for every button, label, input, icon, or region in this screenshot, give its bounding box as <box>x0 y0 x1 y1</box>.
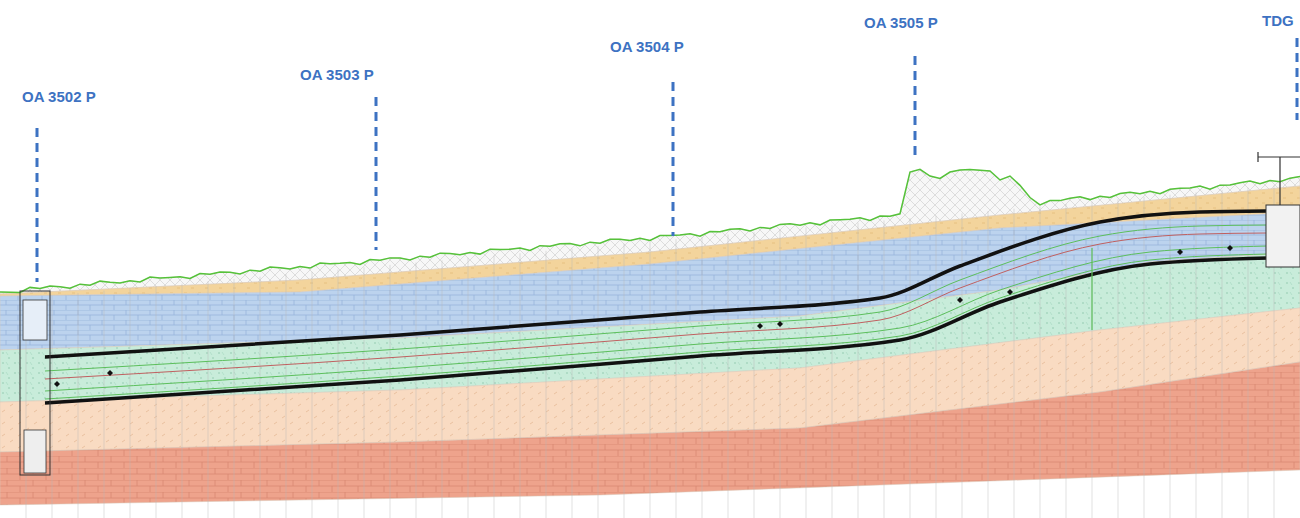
grid-line <box>520 253 521 518</box>
grid-line <box>702 237 703 518</box>
grid-line <box>806 227 807 518</box>
grid-line <box>1066 204 1067 518</box>
survey-point <box>777 321 783 327</box>
survey-point <box>757 323 763 329</box>
grid-line <box>728 234 729 518</box>
section-marker <box>914 56 917 160</box>
grid-line <box>1196 192 1197 518</box>
grid-line <box>1040 206 1041 518</box>
grid-lines <box>26 185 1274 518</box>
grid-line <box>1144 197 1145 518</box>
grid-line <box>546 251 547 518</box>
section-marker <box>36 128 39 282</box>
alignment-line <box>45 233 1268 379</box>
grid-line <box>624 244 625 518</box>
grid-line <box>598 246 599 518</box>
grid-line <box>910 218 911 518</box>
grid-line <box>858 223 859 518</box>
section-label: OA 3503 P <box>300 66 374 84</box>
grid-line <box>130 288 131 518</box>
grid-line <box>1170 195 1171 518</box>
grid-line <box>338 270 339 518</box>
grid-line <box>1118 199 1119 518</box>
section-label: OA 3504 P <box>610 38 684 56</box>
ground-line <box>0 169 1300 292</box>
grid-line <box>650 242 651 518</box>
survey-point <box>1227 245 1233 251</box>
section-marker <box>375 97 378 250</box>
grid-line <box>1092 202 1093 518</box>
grid-line <box>234 279 235 518</box>
grid-line <box>390 265 391 518</box>
station-structure <box>1092 152 1300 330</box>
section-label: OA 3502 P <box>22 88 96 106</box>
grid-line <box>780 230 781 518</box>
shaft <box>20 291 50 475</box>
grid-line <box>936 216 937 518</box>
grid-line <box>52 295 53 518</box>
grid-line <box>676 239 677 518</box>
section-label: OA 3505 P <box>864 14 938 32</box>
survey-point <box>54 381 60 387</box>
survey-point <box>1007 289 1013 295</box>
tunnel-line <box>45 258 1268 403</box>
grid-line <box>156 286 157 518</box>
grid-line <box>572 249 573 518</box>
grid-line <box>1014 209 1015 518</box>
grid-line <box>260 277 261 518</box>
grid-line <box>494 256 495 518</box>
grid-line <box>468 258 469 518</box>
grid-line <box>104 291 105 518</box>
grid-line <box>442 260 443 518</box>
grid-line <box>884 220 885 518</box>
grid-line <box>208 281 209 518</box>
grid-line <box>364 267 365 518</box>
grid-line <box>78 293 79 518</box>
survey-point <box>957 297 963 303</box>
grid-line <box>962 213 963 518</box>
section-marker <box>672 82 675 236</box>
grid-line <box>832 225 833 518</box>
grid-line <box>1222 190 1223 518</box>
grid-line <box>1248 188 1249 518</box>
section-label: TDG <box>1262 12 1294 30</box>
tunnel-line <box>45 211 1268 357</box>
section-marker <box>1296 38 1299 120</box>
grid-line <box>312 272 313 518</box>
survey-point <box>107 370 113 376</box>
grid-line <box>286 274 287 518</box>
alignment-line <box>45 246 1268 391</box>
survey-point <box>1177 249 1183 255</box>
grid-line <box>754 232 755 518</box>
grid-line <box>416 263 417 518</box>
grid-line <box>182 284 183 518</box>
